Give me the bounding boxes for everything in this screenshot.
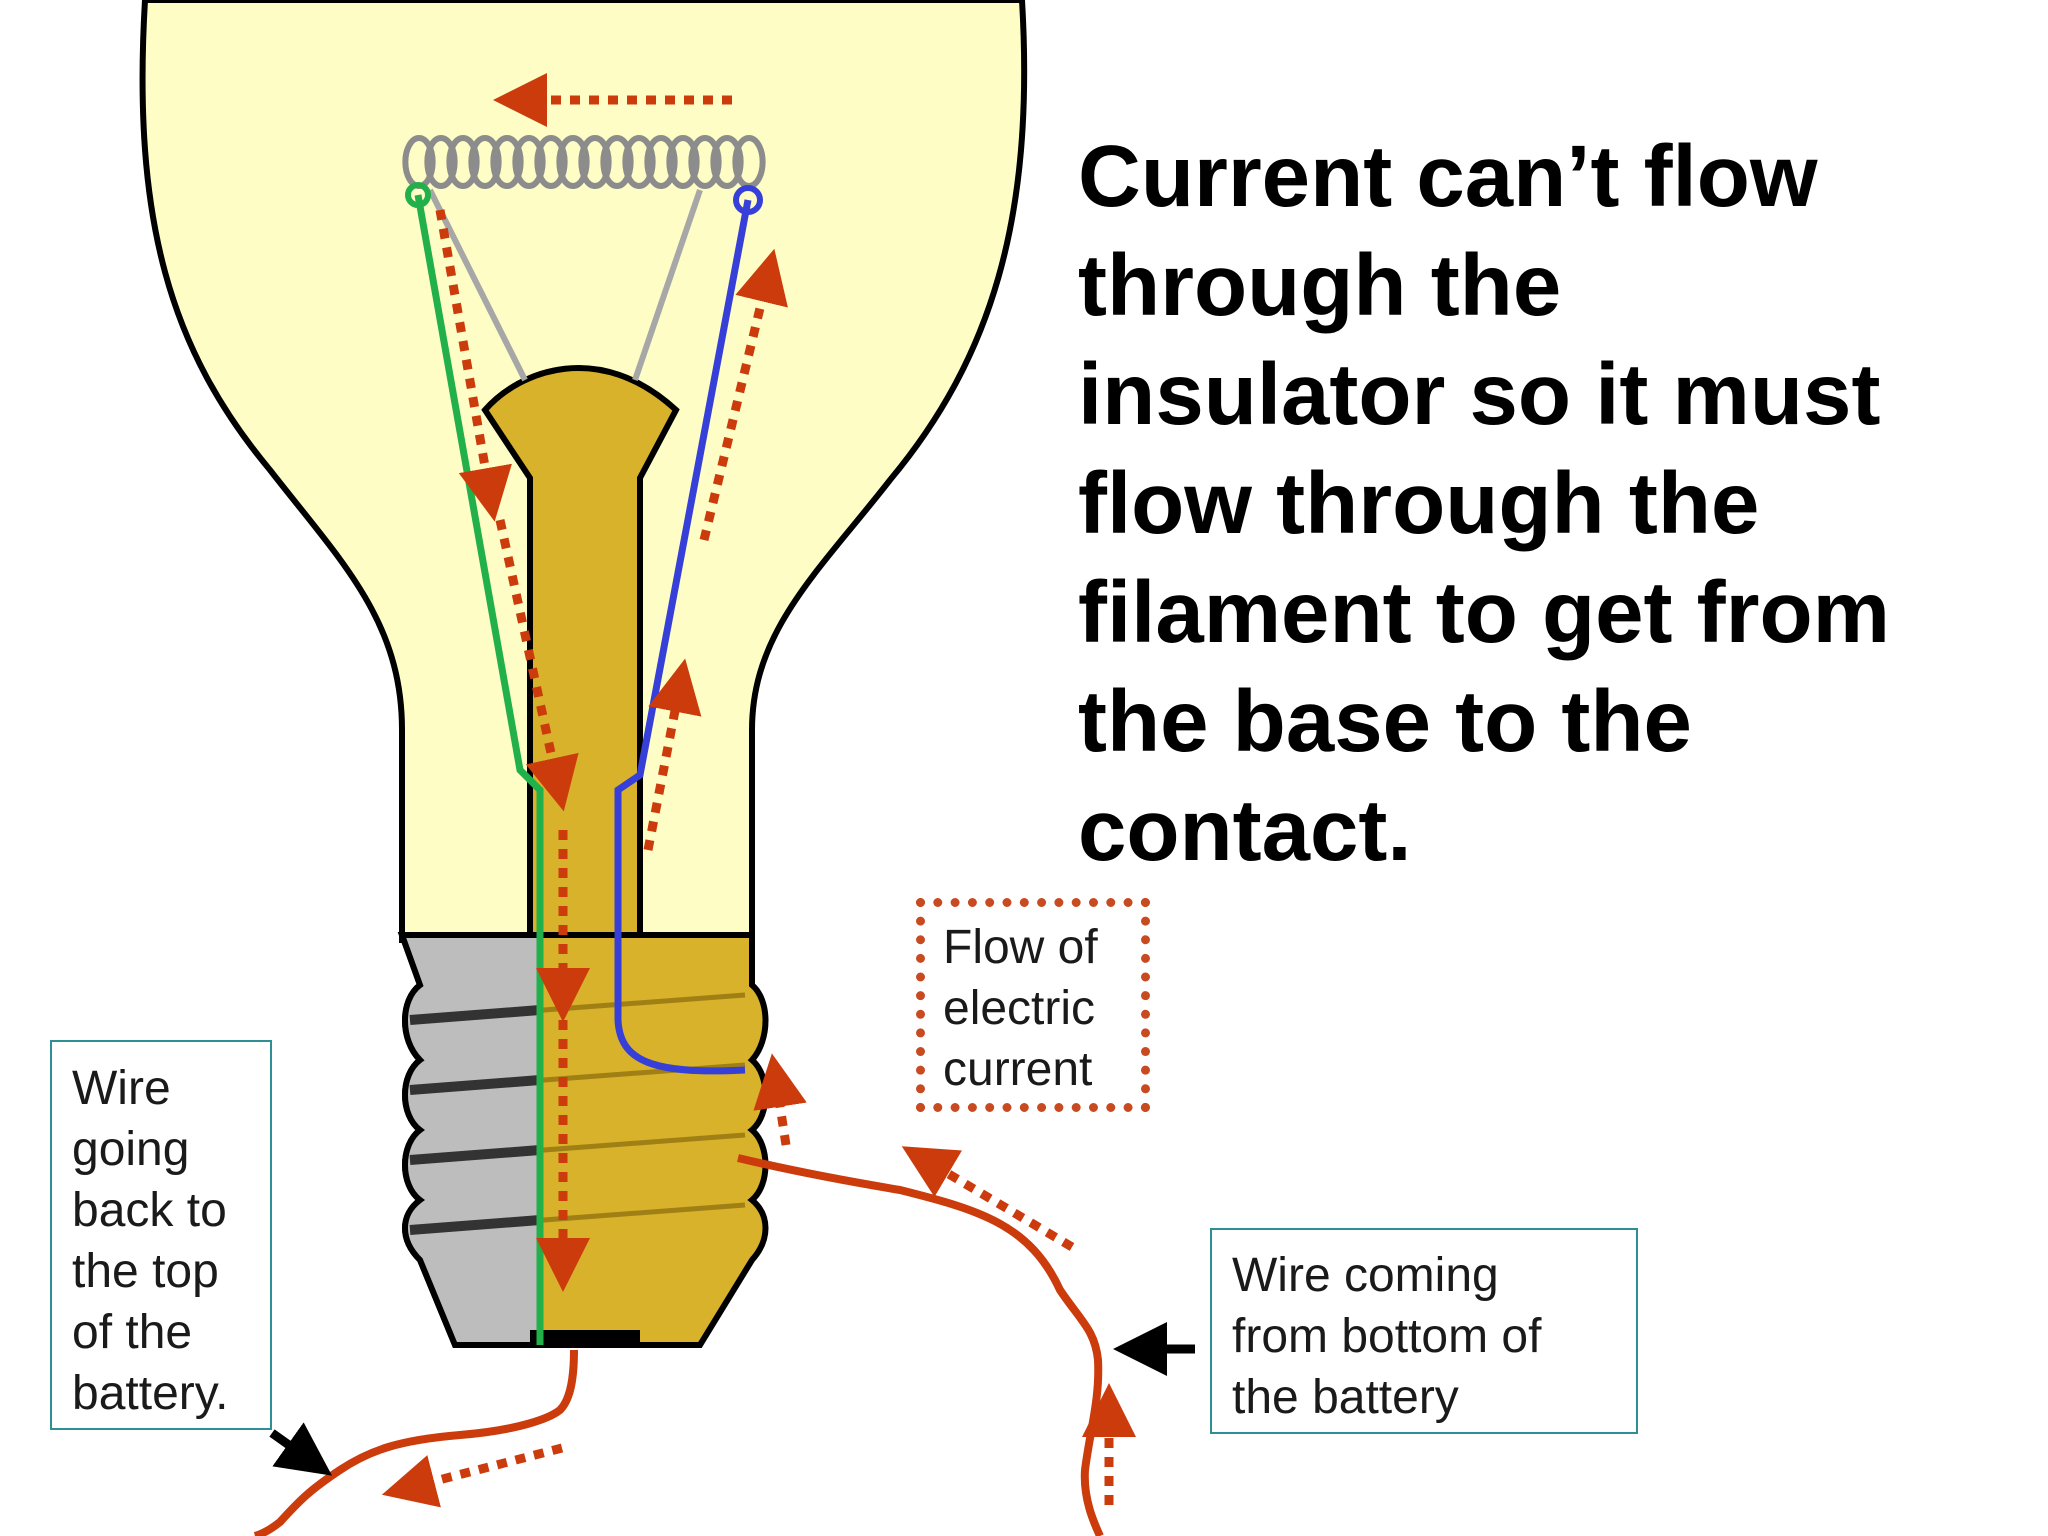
label-line: Wire — [72, 1062, 171, 1115]
wire-green-contact — [405, 182, 431, 208]
label-line: the battery — [1232, 1371, 1459, 1424]
filament-loop — [446, 135, 480, 189]
label-line: the top — [72, 1245, 219, 1298]
current-arrow-right-up-1 — [643, 658, 702, 851]
filament-loop — [490, 135, 524, 189]
headline-line: insulator so it must — [1078, 346, 1881, 443]
screw-base — [397, 932, 769, 1348]
filament-loop — [556, 135, 590, 189]
pointer-arrow-to-left-wire — [269, 1422, 333, 1476]
wire-going-back-label: Wire going back to the top of the batter… — [50, 1040, 272, 1430]
filament-loop — [600, 135, 634, 189]
filament-loop — [578, 135, 612, 189]
filament-support-left — [427, 188, 528, 382]
wire-blue-contact — [733, 185, 763, 215]
headline-line: contact. — [1078, 782, 1412, 879]
label-line: of the — [72, 1306, 193, 1359]
wire-blue — [614, 199, 752, 1075]
filament-loop — [622, 135, 656, 189]
label-line: going — [72, 1123, 190, 1176]
label-line: back to — [72, 1184, 227, 1237]
headline-line: through the — [1078, 237, 1562, 334]
headline-line: flow through the — [1078, 455, 1760, 552]
current-flow-arrows — [381, 73, 1136, 1508]
filament-loop — [512, 135, 546, 189]
label-line: from bottom of — [1232, 1310, 1542, 1363]
current-arrow-wire-right-up — [901, 1146, 1075, 1251]
label-line: Wire coming — [1232, 1249, 1499, 1302]
external-wire-left — [253, 1349, 578, 1536]
filament-loop — [688, 135, 722, 189]
headline-line: the base to the — [1078, 673, 1692, 770]
legend-line: current — [943, 1043, 1093, 1096]
filament-loop — [666, 135, 700, 189]
external-wire-right — [737, 1154, 1104, 1536]
legend-line: Flow of — [943, 921, 1098, 974]
headline-line: Current can’t flow — [1078, 128, 1818, 225]
label-line: battery. — [72, 1367, 229, 1420]
wire-coming-label: Wire coming from bottom of the battery — [1210, 1228, 1638, 1434]
filament-loop — [644, 135, 678, 189]
filament-support-right — [632, 189, 703, 381]
filament-loop — [468, 135, 502, 189]
filament-coil — [402, 135, 766, 189]
filament-loop — [534, 135, 568, 189]
current-arrow-left-down-2 — [495, 519, 579, 812]
current-arrow-right-up-2 — [699, 248, 788, 542]
current-arrow-wire-left — [381, 1443, 564, 1508]
filament-loop — [424, 135, 458, 189]
headline-line: filament to get from — [1078, 564, 1891, 661]
headline-text: Current can’t flow through the insulator… — [1078, 122, 2018, 885]
legend-line: electric — [943, 982, 1096, 1035]
flow-of-current-legend: Flow of electric current — [916, 898, 1150, 1112]
filament-loop — [710, 135, 744, 189]
current-arrow-base-up — [753, 1053, 807, 1146]
